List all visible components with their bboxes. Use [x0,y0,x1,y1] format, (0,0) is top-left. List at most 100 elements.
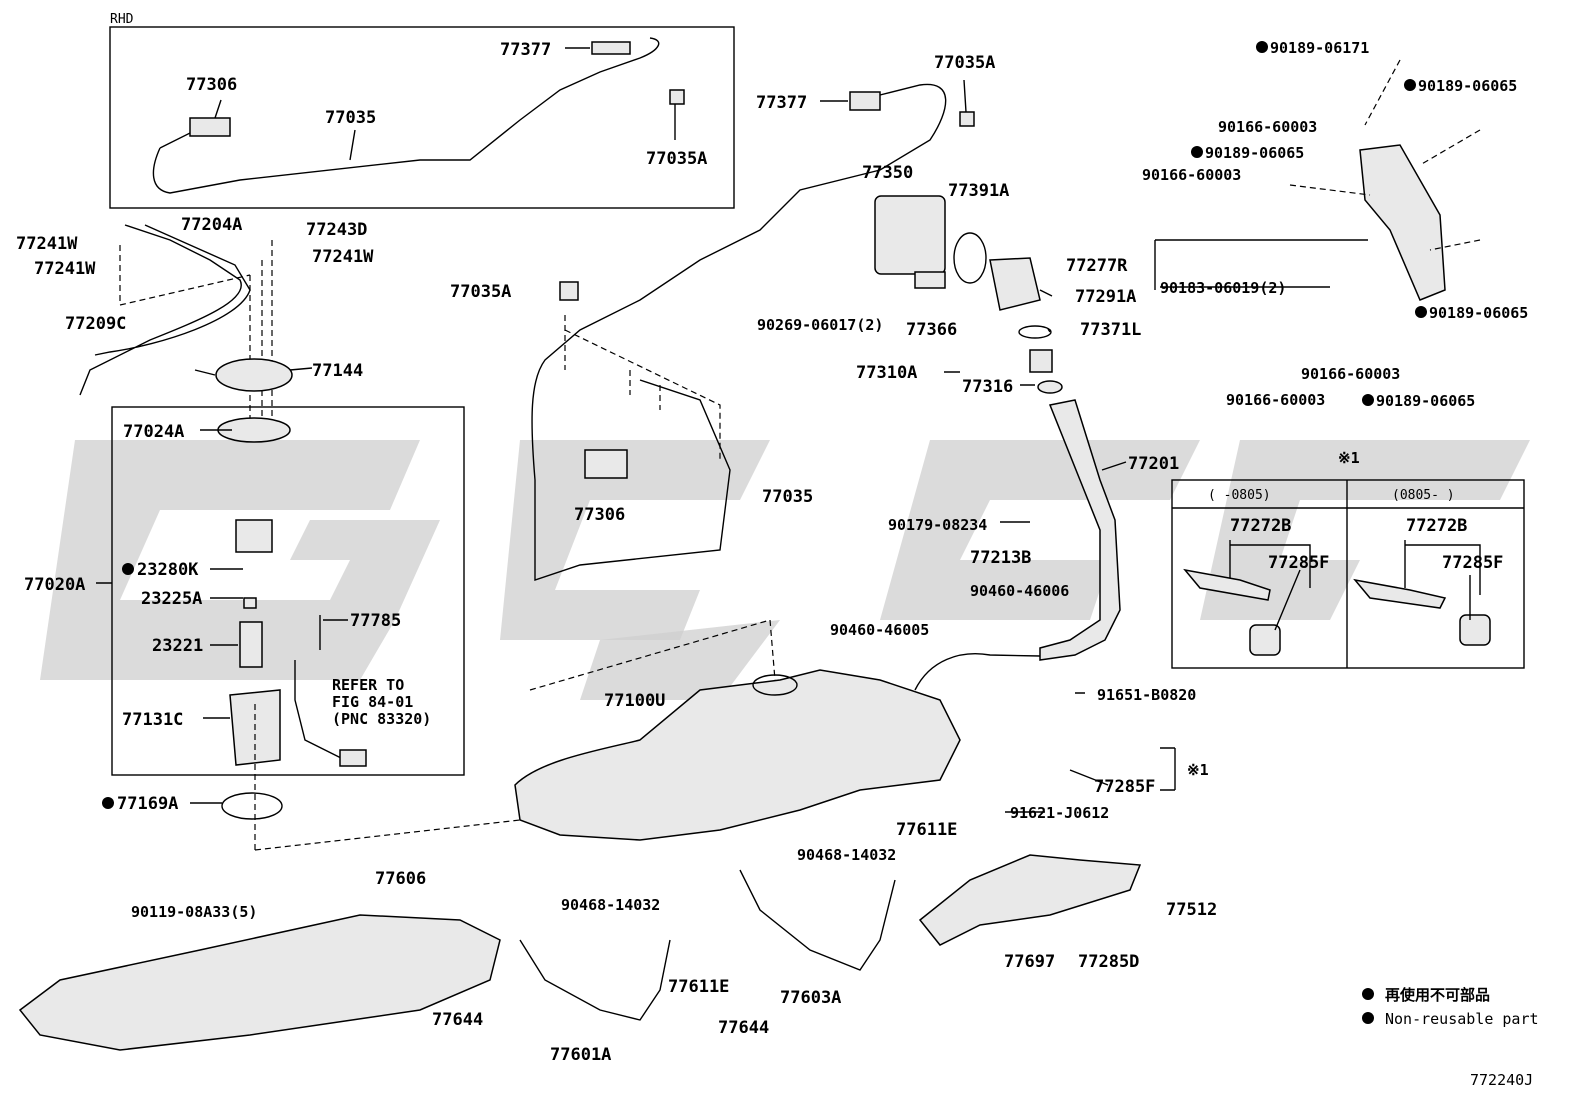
rhd-label: RHD [110,12,134,27]
callout-90269-06017: 90269-06017(2) [757,316,883,334]
gasket-ring [221,792,283,820]
callout-77241w-c: 77241W [312,247,374,267]
inset-leaders [1229,540,1481,631]
callout-asterisk-1: ※1 [1187,761,1209,779]
inset-right-part-b: 77285F [1442,553,1503,573]
inset-col-right-label: (0805- ) [1392,488,1455,503]
filler-hose [914,653,1041,691]
inset-left-part-b: 77285F [1268,553,1329,573]
callout-77241w-a: 77241W [16,234,78,254]
callout-77035a-mid: 77035A [450,282,511,302]
callout-77169a: 77169A [117,794,178,814]
pump-wiring [294,615,346,761]
callout-77306-rhd: 77306 [186,75,237,95]
fuel-pump [239,621,263,668]
tank-protector [18,914,501,1051]
filler-cap [1029,349,1053,373]
lid-cable-end [849,91,881,111]
cap-gasket [1037,380,1063,394]
non-reusable-dot [102,797,114,809]
cable-clip-left [559,281,579,301]
callout-77785: 77785 [350,611,401,631]
inset-right-clamp [1459,614,1491,646]
inset-right-bracket [1353,578,1447,609]
callout-77606: 77606 [375,869,426,889]
inlet-gasket [953,232,987,284]
callout-fig-84-01: FIG 84-01 [332,693,413,711]
callout-77611e-left: 77611E [668,977,729,997]
inset-frame [1171,479,1525,669]
callout-77243d: 77243D [306,220,367,240]
tank-band-front [519,939,671,1021]
callout-77644-left: 77644 [432,1010,483,1030]
leaders-a [214,47,967,161]
callout-77035a-top: 77035A [934,53,995,73]
callout-90189-06065-d: 90189-06065 [1376,392,1475,410]
callout-77144: 77144 [312,361,363,381]
bracket-guides [1289,59,1481,251]
callout-90460-46006: 90460-46006 [970,582,1069,600]
callout-77377: 77377 [756,93,807,113]
callout-refer-to: REFER TO [332,676,404,694]
callout-labels: 77377 77306 77035 77035A 77377 77035A 77… [16,39,1528,1065]
callout-77611e-right: 77611E [896,820,957,840]
non-reusable-dot [1404,79,1416,91]
callout-77316: 77316 [962,377,1013,397]
callout-77371l: 77371L [1080,320,1141,340]
callout-77644-mid: 77644 [718,1018,769,1038]
filler-box [989,257,1041,311]
tank-band-rear [739,869,896,971]
lid-lock-actuator [584,449,628,479]
callout-90119-08a33: 90119-08A33(5) [131,903,257,921]
callout-77350: 77350 [862,163,913,183]
callout-90179-08234: 90179-08234 [888,516,987,534]
callout-77131c: 77131C [122,710,183,730]
callout-91621-j0612: 91621-J0612 [1010,804,1109,822]
leaders-b [96,367,348,804]
callout-77201: 77201 [1128,454,1179,474]
callout-77209c: 77209C [65,314,126,334]
non-reusable-dot [1191,146,1203,158]
main-lid-cable [531,83,947,581]
callout-77277r: 77277R [1066,256,1128,276]
inset-col-left-label: ( -0805) [1208,488,1271,503]
leaders-c [944,289,1127,813]
callout-90166-60003-b: 90166-60003 [1142,166,1241,184]
callout-91651-b0820: 91651-B0820 [1097,686,1196,704]
figure-id: 772240J [1470,1071,1533,1089]
legend-japanese: 再使用不可部品 [1385,986,1490,1004]
callout-90189-06171: 90189-06171 [1270,39,1369,57]
callout-77306: 77306 [574,505,625,525]
callout-77601a: 77601A [550,1045,611,1065]
callout-77035: 77035 [762,487,813,507]
callout-23221: 23221 [152,636,203,656]
inset-right-part-a: 77272B [1406,516,1467,536]
non-reusable-dot [1362,394,1374,406]
callout-77603a: 77603A [780,988,841,1008]
callout-90189-06065-b: 90189-06065 [1205,144,1304,162]
callout-77241w-b: 77241W [34,259,96,279]
variant-inset: ※1 ( -0805) (0805- ) 77272B 77285F 77272… [1171,449,1525,669]
rhd-frame [109,26,735,209]
filler-o-ring [1018,325,1052,339]
fuel-tank [514,669,961,841]
legend-dot [1362,1012,1374,1024]
inset-left-part-a: 77272B [1230,516,1291,536]
callout-23225a: 23225A [141,589,202,609]
callout-77204a: 77204A [181,215,242,235]
callout-90468-14032-left: 90468-14032 [561,896,660,914]
rhd-lock-actuator [189,117,231,137]
non-reusable-dot [1415,306,1427,318]
rhd-cable [152,37,660,194]
callout-90460-46005: 90460-46005 [830,621,929,639]
callout-77377-rhd: 77377 [500,40,551,60]
non-reusable-dot [1256,41,1268,53]
callout-77512: 77512 [1166,900,1217,920]
lid-hinge [914,271,946,289]
retainer-ring [215,358,293,392]
rhd-cable-end [591,41,631,55]
pump-connector [339,749,367,767]
filler-protector [1359,144,1446,301]
tank-bracket [918,854,1142,946]
